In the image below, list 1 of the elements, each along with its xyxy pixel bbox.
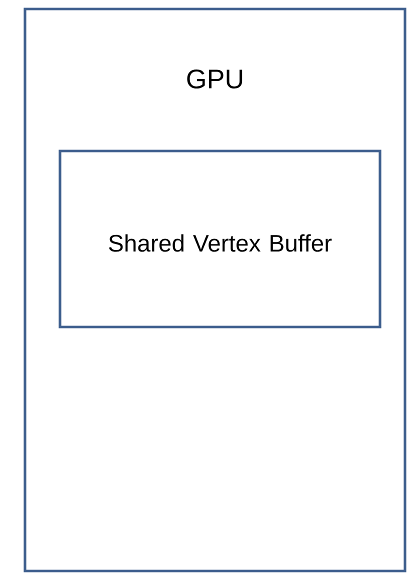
buffer-box: Shared Vertex Buffer bbox=[58, 150, 382, 328]
